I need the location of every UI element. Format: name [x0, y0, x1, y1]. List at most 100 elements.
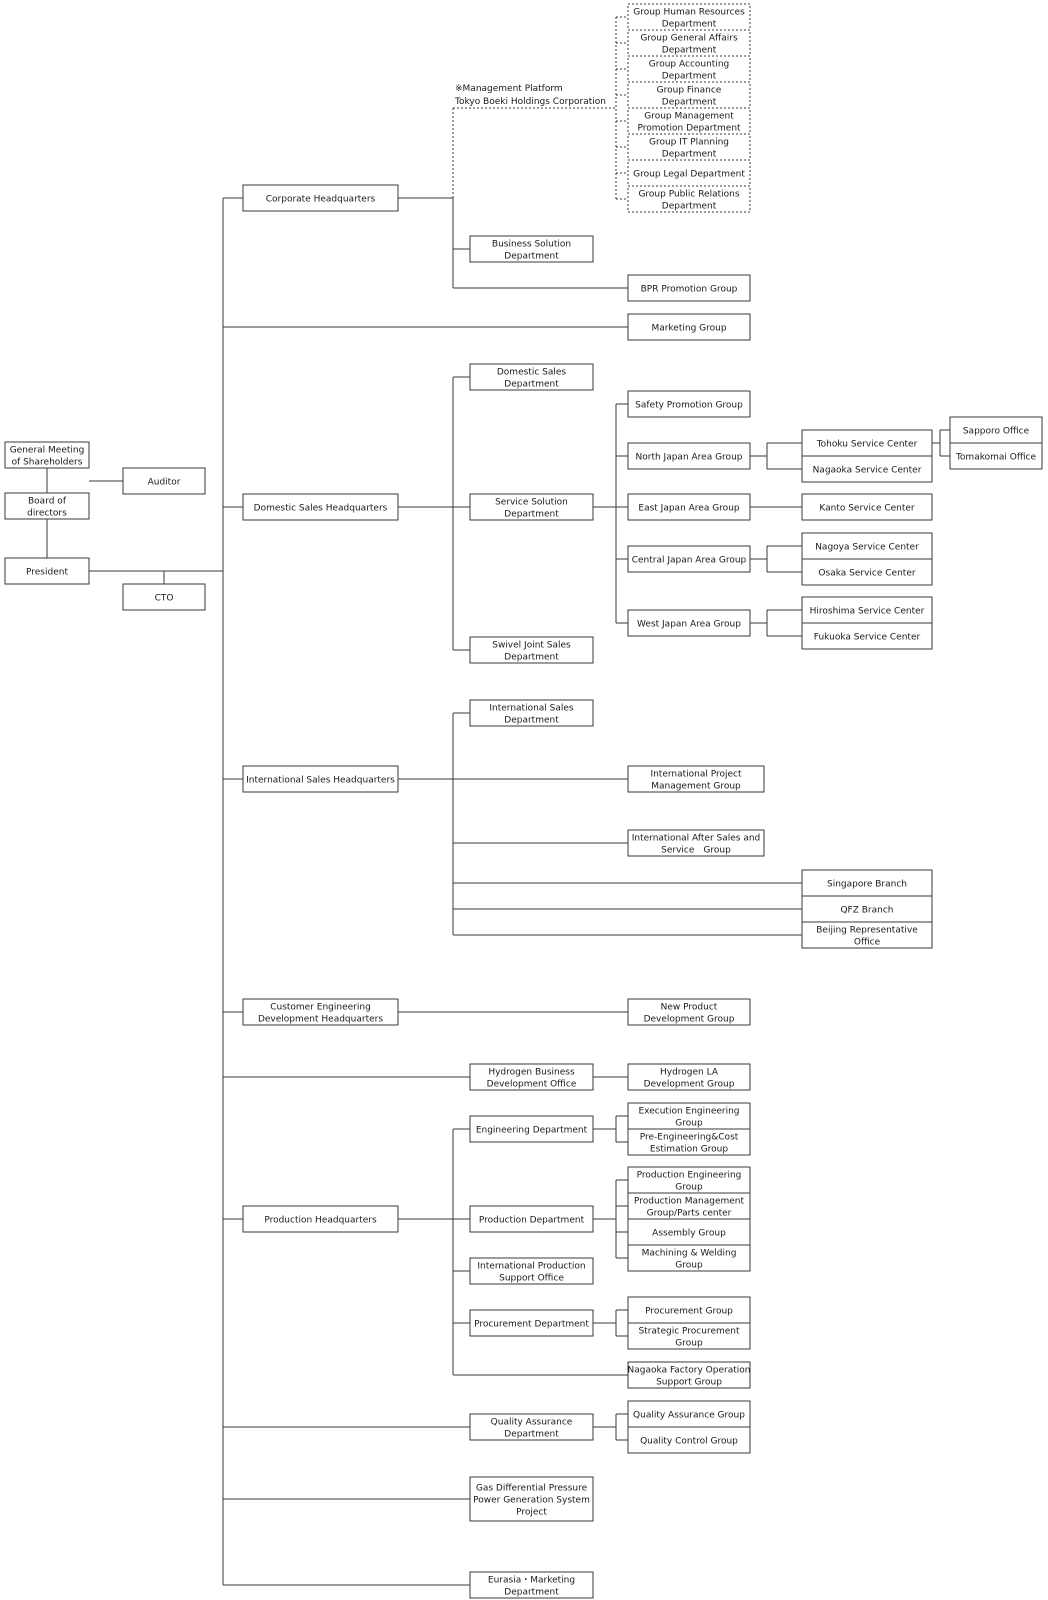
node-label: Business Solution [492, 240, 571, 250]
node-box [469, 363, 594, 391]
node-label: Group [675, 1261, 703, 1271]
node-label: Nagaoka Factory Operation [628, 1366, 751, 1376]
node-label: Development Headquarters [258, 1015, 383, 1025]
node-label: Department [662, 46, 717, 56]
node-box [949, 442, 1043, 470]
node-label: Department [662, 20, 717, 30]
node-label: QFZ Branch [840, 906, 893, 916]
node-label: General Meeting [10, 446, 85, 456]
node-box [627, 1218, 751, 1246]
node-box [627, 998, 751, 1026]
org-node-marketing: Marketing Group [627, 313, 751, 341]
node-box [122, 467, 206, 495]
node-label: Gas Differential Pressure [476, 1484, 588, 1494]
node-box [627, 1400, 751, 1428]
node-label: Department [504, 716, 559, 726]
node-box [122, 583, 206, 611]
node-label: Production Engineering [637, 1171, 742, 1181]
node-label: International Project [650, 770, 742, 780]
node-box [627, 609, 751, 637]
node-box [801, 596, 933, 624]
node-label: Department [504, 1588, 559, 1598]
node-box [469, 1063, 594, 1091]
org-node-west: West Japan Area Group [627, 609, 751, 637]
org-node-fukuoka: Fukuoka Service Center [801, 622, 933, 650]
node-label: Estimation Group [650, 1145, 728, 1155]
node-label: Engineering Department [476, 1126, 588, 1136]
org-node-tohoku: Tohoku Service Center [801, 429, 933, 457]
node-box [242, 1205, 399, 1233]
node-label: Group [675, 1339, 703, 1349]
node-box [469, 1309, 594, 1337]
node-box [627, 545, 751, 573]
org-node-north: North Japan Area Group [627, 442, 751, 470]
node-box [627, 1322, 751, 1350]
node-label: East Japan Area Group [638, 504, 740, 514]
node-label: Nagaoka Service Center [813, 466, 922, 476]
node-label: Department [662, 98, 717, 108]
node-box [469, 493, 594, 521]
org-node-nagaoka-sc: Nagaoka Service Center [801, 455, 933, 483]
node-label: Pre-Engineering&Cost [640, 1133, 739, 1143]
node-box [627, 493, 751, 521]
org-node-qfz: QFZ Branch [801, 895, 933, 923]
node-box [801, 558, 933, 586]
node-label: Fukuoka Service Center [814, 633, 921, 643]
node-label: Group Management [644, 112, 734, 122]
org-node-proc-dept: Procurement Department [469, 1309, 594, 1337]
org-node-sapporo: Sapporo Office [949, 416, 1043, 444]
node-label: Department [662, 150, 717, 160]
note-line-2: Tokyo Boeki Holdings Corporation [454, 97, 606, 107]
node-label: North Japan Area Group [636, 453, 743, 463]
node-box [242, 765, 399, 793]
node-box [627, 829, 765, 857]
node-label: Quality Assurance [491, 1418, 573, 1428]
node-label: Execution Engineering [638, 1107, 739, 1117]
node-label: Group/Parts center [647, 1209, 732, 1219]
node-label: Support Group [656, 1378, 722, 1388]
node-label: International Sales Headquarters [246, 776, 395, 786]
node-label: Domestic Sales Headquarters [254, 504, 388, 514]
node-label: Service Group [661, 846, 731, 856]
node-label: Office [854, 938, 881, 948]
node-label: Corporate Headquarters [266, 195, 376, 205]
connector-lines [46, 16, 950, 1586]
node-label: Department [504, 380, 559, 390]
org-node-bpr: BPR Promotion Group [627, 274, 751, 302]
org-node-kanto: Kanto Service Center [801, 493, 933, 521]
node-box [801, 895, 933, 923]
org-node-corp-hq: Corporate Headquarters [242, 184, 399, 212]
node-label: Department [662, 202, 717, 212]
org-node-nagoya: Nagoya Service Center [801, 532, 933, 560]
node-label: Department [662, 72, 717, 82]
org-node-central: Central Japan Area Group [627, 545, 751, 573]
node-label: Project [516, 1508, 547, 1518]
node-label: Promotion Department [637, 124, 741, 134]
node-box [627, 313, 751, 341]
org-node-hiroshima: Hiroshima Service Center [801, 596, 933, 624]
node-label: Group IT Planning [649, 138, 729, 148]
node-label: Swivel Joint Sales [492, 641, 571, 651]
node-label: Assembly Group [652, 1229, 726, 1239]
node-label: Hydrogen Business [488, 1068, 575, 1078]
org-node-singapore: Singapore Branch [801, 869, 933, 897]
node-label: Power Generation System [473, 1496, 590, 1506]
node-box [469, 1115, 594, 1143]
